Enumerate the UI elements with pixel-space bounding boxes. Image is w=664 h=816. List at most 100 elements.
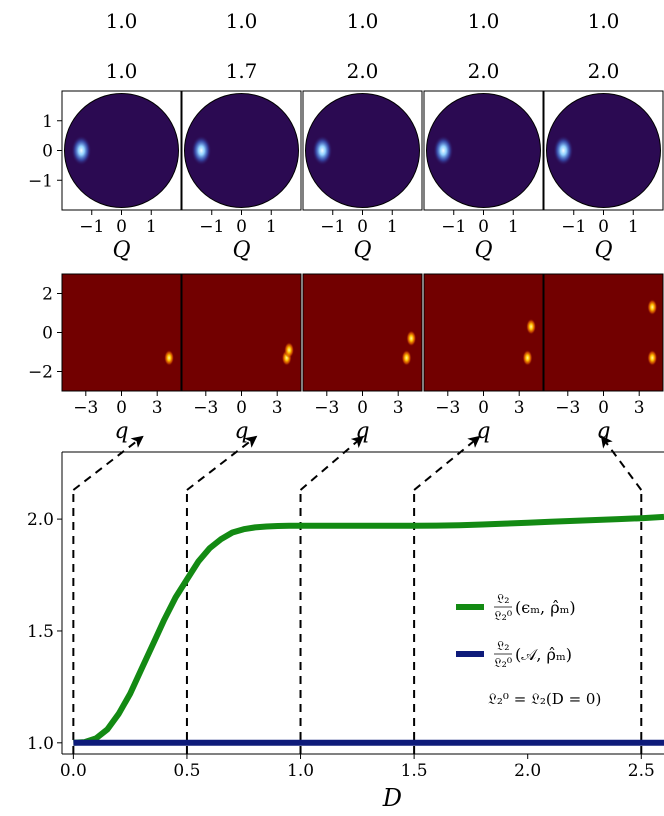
legend-denominator: 𝔏₂⁰: [494, 609, 512, 624]
disk-panel: [181, 90, 302, 211]
density-blob: [553, 135, 574, 166]
heatmap-frame: [543, 273, 664, 392]
heatmap-frame: [302, 273, 423, 392]
x-tick-label: 3: [634, 398, 645, 418]
disk: [305, 93, 420, 208]
header-value-row2: 2.0: [468, 59, 500, 83]
x-axis-label: Q: [474, 238, 492, 263]
header-value-row1: 1.0: [468, 9, 500, 33]
density-blob: [433, 135, 454, 166]
x-axis-label: Q: [112, 238, 130, 263]
x-axis-label: q: [114, 419, 128, 444]
heatmap-panel: [302, 273, 423, 392]
x-tick-label: 0.0: [60, 761, 87, 781]
x-tick-label: 1: [628, 217, 639, 237]
dashed-connectors: [72, 435, 643, 754]
x-axis-label: Q: [353, 238, 371, 263]
x-tick-label: −1: [79, 217, 104, 237]
heatmap-frame: [61, 273, 182, 392]
x-tick-label: 3: [393, 398, 404, 418]
header-values: 1.0 1.0 1.0 1.0 1.0 1.0 1.7 2.0 2.0 2.0: [106, 9, 620, 83]
x-tick-label: −3: [555, 398, 580, 418]
x-tick-label: 1: [508, 217, 519, 237]
density-spot: [406, 330, 417, 347]
x-tick-label: 3: [152, 398, 163, 418]
dashed-arrow: [600, 435, 643, 491]
x-tick-label: 0.5: [173, 761, 200, 781]
x-tick-label: 2.0: [514, 761, 541, 781]
x-tick-label: 0: [357, 217, 368, 237]
x-tick-label: 0: [598, 398, 609, 418]
x-tick-label: 0: [478, 398, 489, 418]
disk-panel-row: [61, 90, 664, 211]
x-tick-label: 1.0: [287, 761, 314, 781]
header-value-row2: 1.7: [226, 59, 258, 83]
disk: [426, 93, 541, 208]
x-axis-label: Q: [594, 238, 612, 263]
disk: [546, 93, 661, 208]
legend-args: (ϵₘ, ρ̂ₘ): [515, 598, 576, 617]
x-tick-label: 3: [514, 398, 525, 418]
x-tick-label: −3: [314, 398, 339, 418]
x-tick-label: 0: [478, 217, 489, 237]
header-value-row1: 1.0: [106, 9, 138, 33]
x-tick-label: 0: [116, 398, 127, 418]
y-tick-label: 1.5: [27, 622, 54, 642]
x-tick-label: 1: [146, 217, 157, 237]
x-tick-label: 0: [116, 217, 127, 237]
series-line-epsilon: [73, 513, 664, 746]
y-tick-label: −1: [28, 171, 53, 191]
x-tick-label: 1.5: [401, 761, 428, 781]
x-tick-label: −1: [199, 217, 224, 237]
x-tick-label: 2.5: [628, 761, 655, 781]
x-tick-label: 0: [236, 217, 247, 237]
header-value-row2: 2.0: [347, 59, 379, 83]
header-value-row1: 1.0: [588, 9, 620, 33]
density-spot: [647, 349, 658, 366]
disk-panel: [543, 90, 664, 211]
dashed-arrow: [299, 435, 364, 491]
x-axis-label: Q: [232, 238, 250, 263]
disk: [64, 93, 179, 208]
disk-panel: [423, 90, 544, 211]
disk: [184, 93, 299, 208]
header-value-row2: 2.0: [588, 59, 620, 83]
x-tick-label: 0: [236, 398, 247, 418]
density-spot: [401, 349, 412, 366]
x-tick-label: 3: [272, 398, 283, 418]
heatmap-panel: [181, 273, 302, 392]
x-axis-label: q: [234, 419, 248, 444]
dashed-arrow: [186, 435, 258, 491]
heatmap-panel: [423, 273, 544, 392]
density-spot: [526, 318, 537, 335]
density-blob: [312, 135, 333, 166]
density-spot: [284, 342, 295, 359]
x-tick-label: 0: [357, 398, 368, 418]
header-value-row1: 1.0: [347, 9, 379, 33]
header-value-row1: 1.0: [226, 9, 258, 33]
heatmap-frame: [423, 273, 544, 392]
density-blob: [71, 135, 92, 166]
x-tick-label: −3: [435, 398, 460, 418]
dashed-arrow: [413, 435, 481, 491]
legend-args: (𝒜, ρ̂ₘ): [515, 645, 572, 664]
x-tick-label: −3: [193, 398, 218, 418]
heatmap-panel-row: [61, 273, 664, 392]
legend-note: 𝔏₂⁰ = 𝔏₂(D = 0): [488, 690, 601, 708]
density-spot: [522, 349, 533, 366]
density-blob: [191, 135, 212, 166]
density-spot: [164, 349, 175, 366]
x-tick-label: −3: [73, 398, 98, 418]
y-tick-label: 2.0: [27, 510, 54, 530]
y-tick-label: 1.0: [27, 734, 54, 754]
dashed-arrow: [72, 435, 144, 491]
x-tick-label: 1: [387, 217, 398, 237]
x-tick-label: 1: [266, 217, 277, 237]
header-value-row2: 1.0: [106, 59, 138, 83]
x-tick-label: 0: [598, 217, 609, 237]
y-tick-label: −2: [28, 363, 53, 383]
x-tick-label: −1: [320, 217, 345, 237]
heatmap-panel: [543, 273, 664, 392]
